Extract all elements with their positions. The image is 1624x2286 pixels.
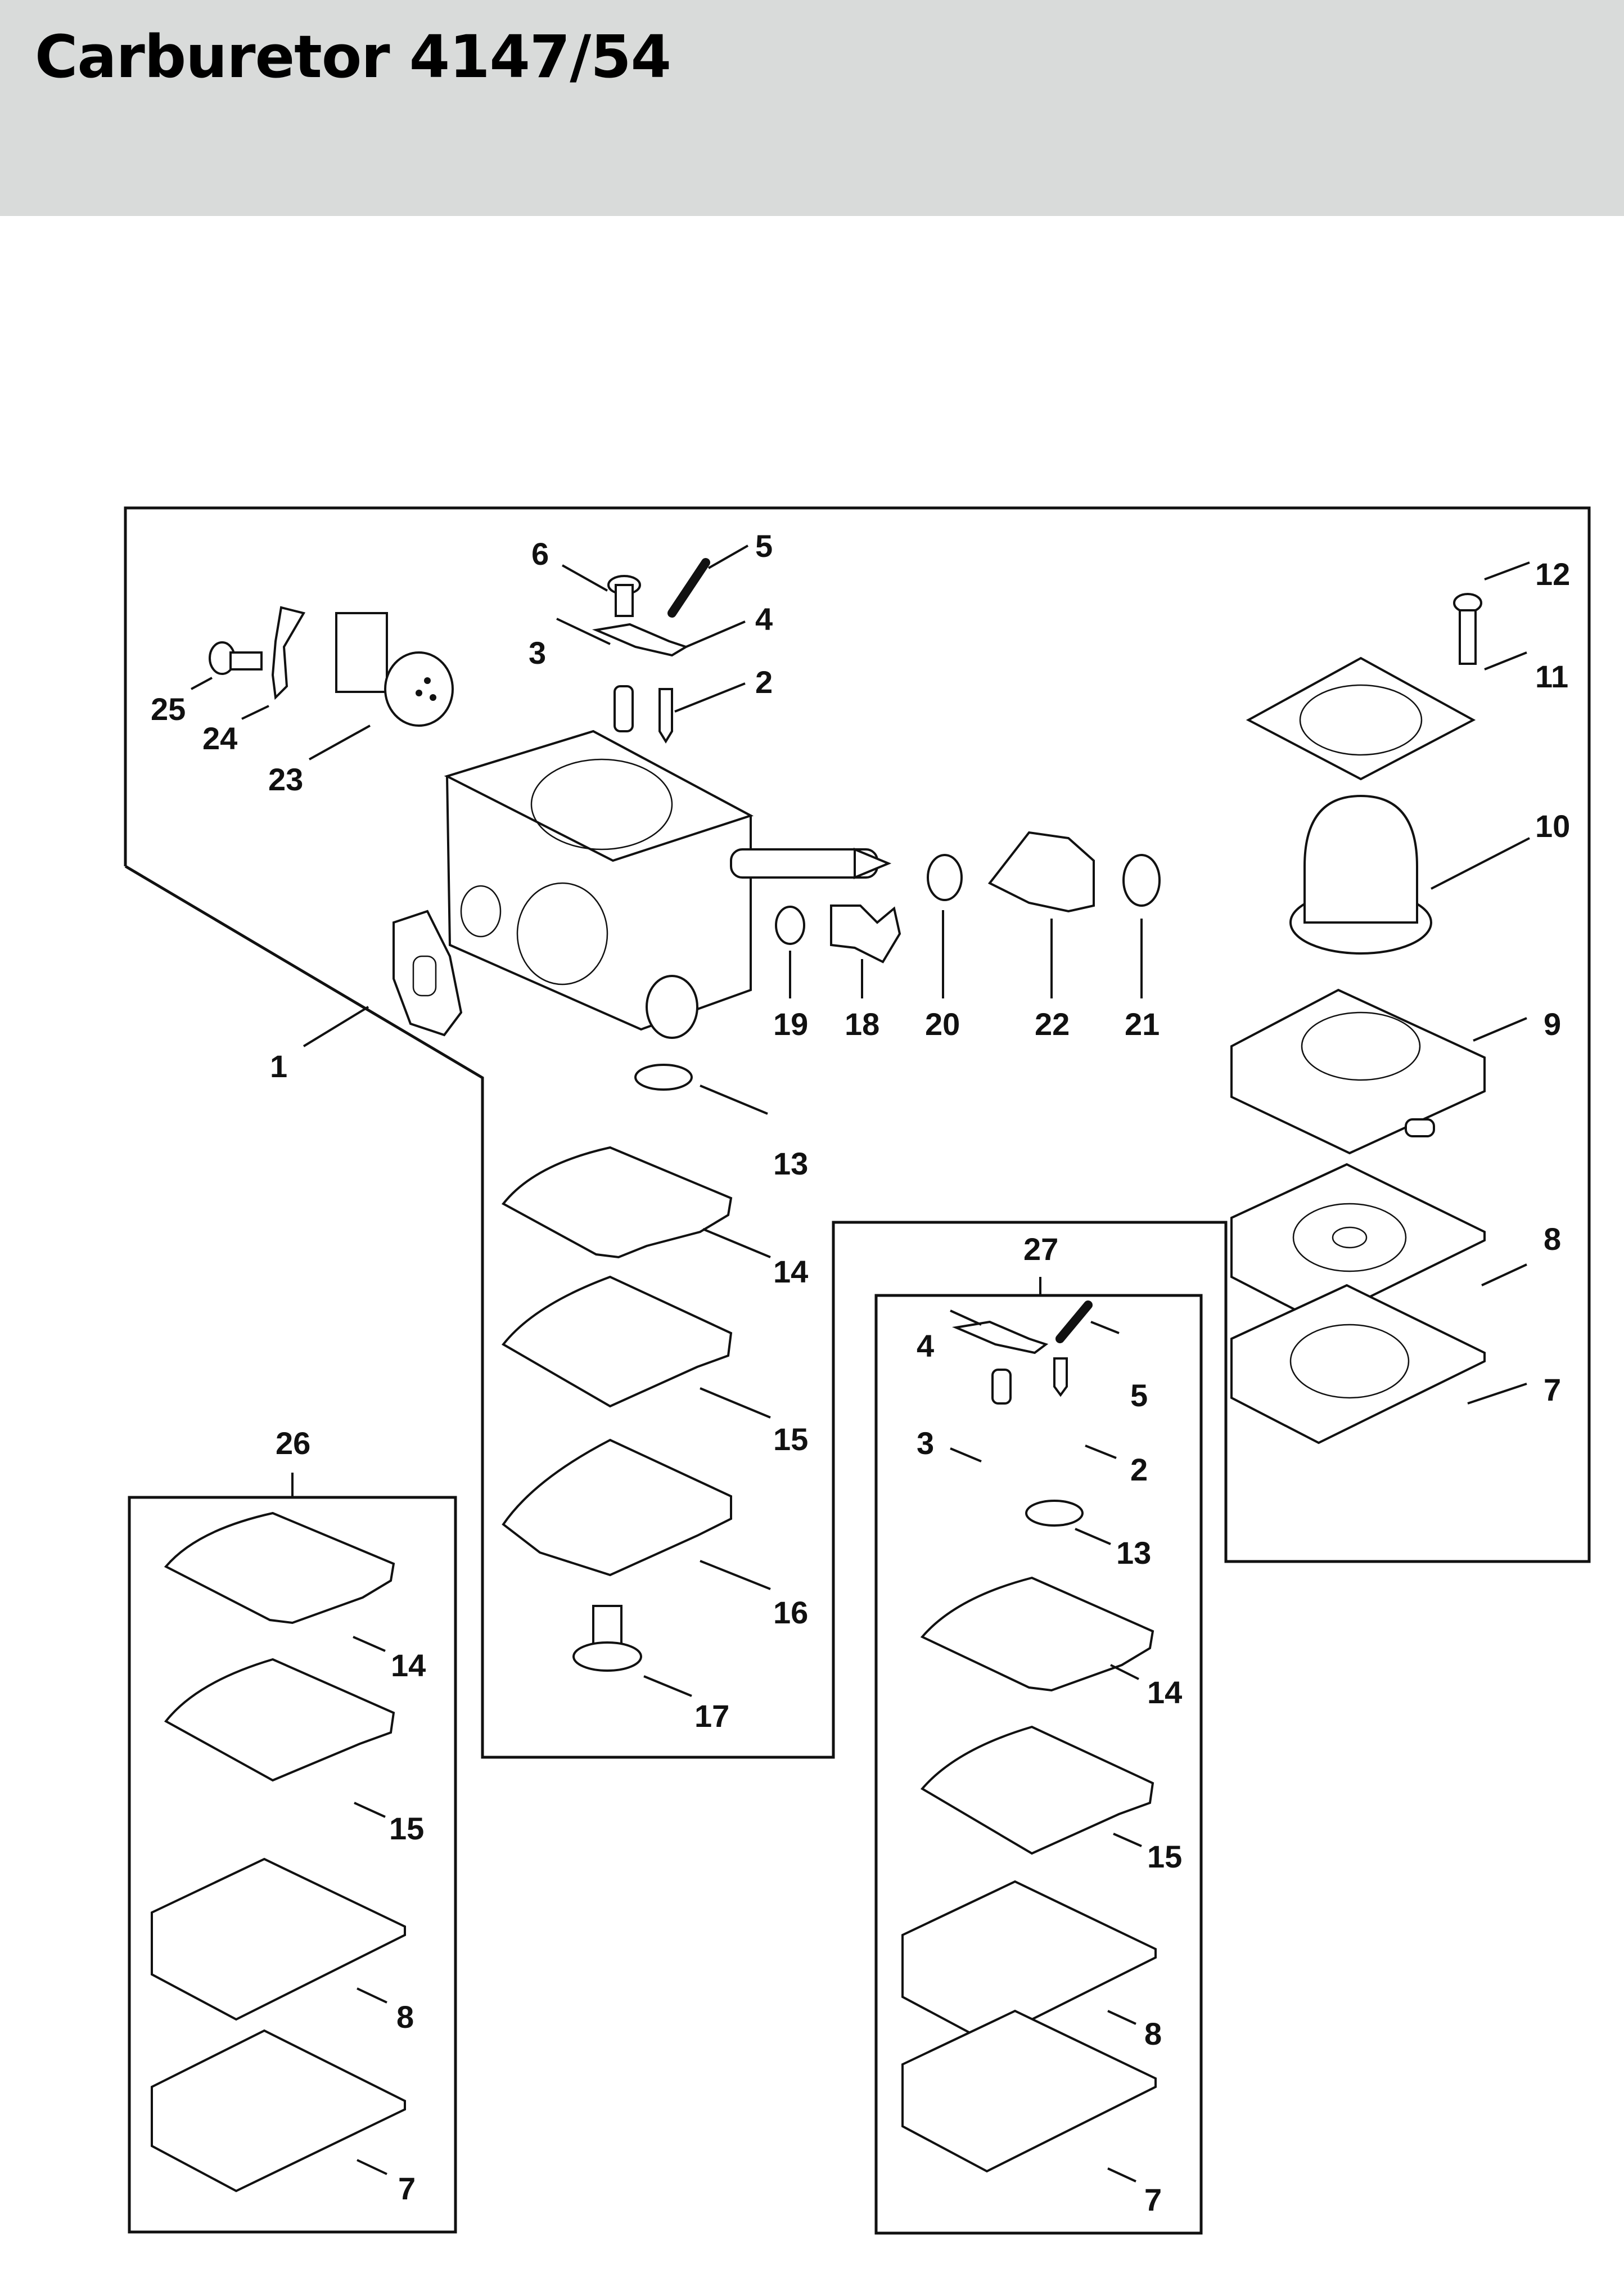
kit27-callout-7[interactable]: 7	[1144, 2182, 1162, 2217]
kit27-lever-4-part[interactable]	[951, 1320, 1049, 1354]
kit26-gasket-15-part[interactable]	[164, 1658, 395, 1782]
kit26-diaphragm-8-part[interactable]	[151, 1857, 406, 2021]
callout-8[interactable]: 8	[1544, 1221, 1561, 1257]
callout-23[interactable]: 23	[268, 762, 303, 797]
kit27-diaphragm-8-part[interactable]	[901, 1880, 1157, 2044]
callout-7[interactable]: 7	[1544, 1372, 1561, 1407]
kit27-callout-14[interactable]: 14	[1147, 1675, 1182, 1710]
callout-13[interactable]: 13	[773, 1146, 808, 1181]
cam-22-part[interactable]	[987, 831, 1095, 913]
pump-cover-9-part[interactable]	[1230, 988, 1486, 1155]
screw-17-part[interactable]	[572, 1605, 642, 1672]
callout-6[interactable]: 6	[531, 536, 549, 572]
callout-22[interactable]: 22	[1035, 1006, 1070, 1042]
kit26-callout-15[interactable]: 15	[389, 1811, 424, 1846]
kit27-callout-15[interactable]: 15	[1147, 1839, 1182, 1874]
kit27-needle-2-part[interactable]	[1053, 1357, 1068, 1397]
primer-bulb-10-part[interactable]	[1289, 794, 1432, 955]
callout-labels: 25 24 23 6 5 4 3 2 1 19 18 20 22 21 13 1…	[151, 528, 1570, 2217]
kit26-callout-14[interactable]: 14	[391, 1648, 426, 1683]
diaphragm-8-part[interactable]	[1230, 1163, 1486, 1324]
kit27-callout-4[interactable]: 4	[917, 1328, 934, 1364]
strainer-13-part[interactable]	[634, 1064, 693, 1091]
lever-18-part[interactable]	[830, 904, 901, 964]
kit26-gasket-14-part[interactable]	[164, 1511, 395, 1624]
lever-4-part[interactable]	[592, 623, 689, 657]
screw-12-part[interactable]	[1453, 593, 1482, 665]
kit26-callout-7[interactable]: 7	[398, 2171, 416, 2206]
kit27-callout-8[interactable]: 8	[1144, 2016, 1162, 2051]
pin-5-part[interactable]	[667, 558, 710, 618]
callout-3[interactable]: 3	[529, 635, 546, 670]
callout-9[interactable]: 9	[1544, 1006, 1561, 1042]
callout-1[interactable]: 1	[270, 1048, 287, 1084]
screw-6-part[interactable]	[607, 575, 641, 617]
callout-kit-27[interactable]: 27	[1023, 1231, 1058, 1267]
carburetor-body[interactable]	[393, 730, 892, 1039]
solenoid-valve-part[interactable]	[335, 612, 454, 727]
callout-14[interactable]: 14	[773, 1254, 808, 1289]
main-assembly-frame	[124, 506, 1591, 1759]
end-cover-16-part[interactable]	[502, 1438, 732, 1577]
kit27-gasket-15-part[interactable]	[920, 1725, 1154, 1855]
screw-25-part[interactable]	[209, 641, 263, 675]
kit27-callout-5[interactable]: 5	[1130, 1378, 1148, 1413]
kit27-spring-3-part[interactable]	[991, 1369, 1012, 1405]
kit27-callout-3[interactable]: 3	[917, 1425, 934, 1461]
callout-4[interactable]: 4	[755, 601, 773, 637]
spring-3-part[interactable]	[613, 685, 634, 732]
callout-17[interactable]: 17	[694, 1698, 729, 1734]
callout-10[interactable]: 10	[1535, 808, 1570, 844]
callout-18[interactable]: 18	[845, 1006, 879, 1042]
callout-24[interactable]: 24	[202, 721, 237, 756]
callout-16[interactable]: 16	[773, 1595, 808, 1630]
gasket-14-part[interactable]	[501, 1146, 733, 1259]
screw-19-part[interactable]	[775, 906, 805, 945]
callout-21[interactable]: 21	[1125, 1006, 1160, 1042]
callout-2[interactable]: 2	[755, 664, 773, 700]
gasket-15-part[interactable]	[502, 1275, 733, 1408]
gasket-7-part[interactable]	[1230, 1284, 1486, 1444]
callout-kit-26[interactable]: 26	[276, 1425, 310, 1461]
kit-27-frame	[874, 1294, 1203, 2235]
leader-lines	[191, 544, 1530, 2182]
callout-19[interactable]: 19	[773, 1006, 808, 1042]
page-title: Carburetor 4147/54	[35, 22, 671, 91]
callout-12[interactable]: 12	[1535, 556, 1570, 592]
callout-15[interactable]: 15	[773, 1421, 808, 1457]
kit27-strainer-13-part[interactable]	[1025, 1500, 1084, 1527]
spring-20-part[interactable]	[927, 854, 963, 901]
kit27-pin-5-part[interactable]	[1055, 1300, 1093, 1343]
kit27-callout-2[interactable]: 2	[1130, 1452, 1148, 1487]
kit27-gasket-14-part[interactable]	[920, 1576, 1154, 1692]
callout-5[interactable]: 5	[755, 528, 773, 564]
bracket-24-part[interactable]	[271, 606, 306, 700]
kit27-callout-13[interactable]: 13	[1116, 1535, 1151, 1570]
kit26-callout-8[interactable]: 8	[396, 1999, 414, 2035]
callout-25[interactable]: 25	[151, 691, 186, 727]
needle-2-part[interactable]	[658, 688, 673, 744]
callout-20[interactable]: 20	[925, 1006, 960, 1042]
page-header: Carburetor 4147/54	[0, 0, 1624, 216]
plate-11-part[interactable]	[1246, 656, 1476, 781]
kit27-gasket-7-part[interactable]	[901, 2009, 1157, 2173]
callout-11[interactable]: 11	[1535, 659, 1568, 694]
eclip-21-part[interactable]	[1122, 854, 1161, 907]
kit26-gasket-7-part[interactable]	[151, 2029, 406, 2193]
